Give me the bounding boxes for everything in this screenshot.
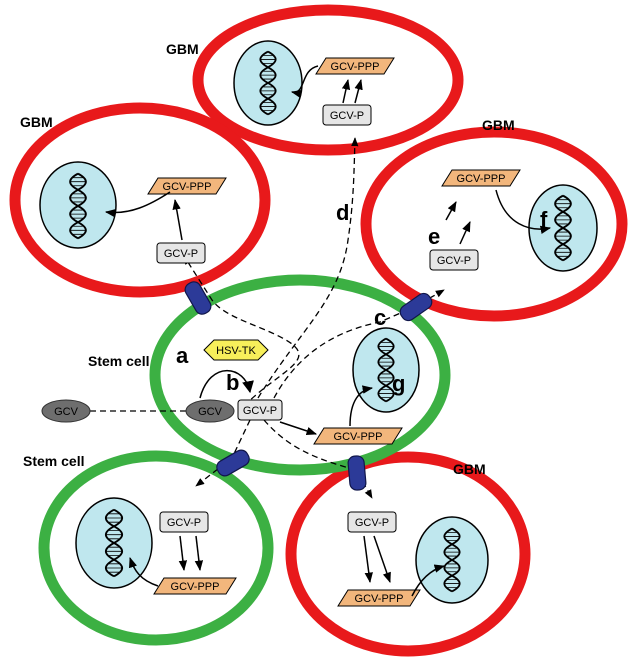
gcv-ppp-top: GCV-PPP bbox=[315, 57, 395, 75]
svg-text:GCV-P: GCV-P bbox=[243, 405, 277, 417]
svg-text:GCV-P: GCV-P bbox=[330, 110, 364, 122]
svg-text:GCV-PPP: GCV-PPP bbox=[331, 61, 380, 73]
stem-center-label: Stem cell bbox=[88, 353, 149, 369]
stem-center-membrane bbox=[149, 274, 451, 476]
svg-text:GCV-PPP: GCV-PPP bbox=[334, 431, 383, 443]
gcv-ppp-gbm-bottom: GCV-PPP bbox=[337, 589, 421, 607]
step-d: d bbox=[336, 200, 349, 225]
svg-text:GCV-PPP: GCV-PPP bbox=[163, 181, 212, 193]
svg-text:GCV: GCV bbox=[198, 406, 223, 418]
gbm-left-label: GBM bbox=[20, 114, 53, 130]
gcv-p-stem-bottom: GCV-P bbox=[159, 511, 209, 533]
hsv-tk-enzyme: HSV-TK bbox=[203, 339, 269, 361]
svg-text:GCV-P: GCV-P bbox=[164, 248, 198, 260]
gbm-bottom-label: GBM bbox=[453, 461, 486, 477]
gbm-right-label: GBM bbox=[482, 117, 515, 133]
nucleus-top bbox=[233, 40, 303, 126]
gcv-ppp-right: GCV-PPP bbox=[441, 169, 521, 187]
gcv-outside: GCV bbox=[41, 399, 91, 423]
conversion-arrows bbox=[104, 65, 552, 597]
step-a: a bbox=[176, 343, 189, 368]
step-c: c bbox=[374, 305, 386, 330]
phosphorylation-arrow bbox=[199, 370, 254, 399]
stem-bottom-label: Stem cell bbox=[23, 453, 84, 469]
gcv-p-top: GCV-P bbox=[322, 104, 372, 126]
step-g: g bbox=[392, 371, 405, 396]
gcv-inside: GCV bbox=[185, 399, 235, 423]
gcv-p-left: GCV-P bbox=[156, 242, 206, 264]
svg-text:GCV-PPP: GCV-PPP bbox=[457, 173, 506, 185]
gcv-ppp-stem-center: GCV-PPP bbox=[313, 427, 403, 445]
nucleus-left bbox=[39, 161, 117, 249]
svg-text:GCV-PPP: GCV-PPP bbox=[171, 581, 220, 593]
gcv-ppp-left: GCV-PPP bbox=[147, 177, 227, 195]
gbm-bottom-membrane bbox=[285, 451, 531, 657]
svg-text:GCV: GCV bbox=[54, 406, 79, 418]
step-f: f bbox=[540, 207, 548, 232]
nucleus-stem-center bbox=[352, 327, 420, 413]
svg-text:GCV-P: GCV-P bbox=[167, 517, 201, 529]
gcv-ppp-stem-bottom: GCV-PPP bbox=[153, 577, 237, 595]
step-e: e bbox=[428, 224, 440, 249]
svg-text:HSV-TK: HSV-TK bbox=[216, 345, 256, 357]
svg-text:GCV-P: GCV-P bbox=[437, 255, 471, 267]
svg-text:GCV-PPP: GCV-PPP bbox=[355, 593, 404, 605]
nucleus-stem-bottom bbox=[75, 497, 153, 589]
gcv-p-right: GCV-P bbox=[429, 249, 479, 271]
gcv-p-gbm-bottom: GCV-P bbox=[347, 511, 397, 533]
gbm-top-label: GBM bbox=[166, 41, 199, 57]
svg-text:GCV-P: GCV-P bbox=[355, 517, 389, 529]
nucleus-gbm-bottom bbox=[415, 516, 489, 604]
gcv-p-stem-center: GCV-P bbox=[237, 399, 283, 421]
gap-junction-icon bbox=[184, 281, 433, 491]
step-b: b bbox=[226, 370, 239, 395]
